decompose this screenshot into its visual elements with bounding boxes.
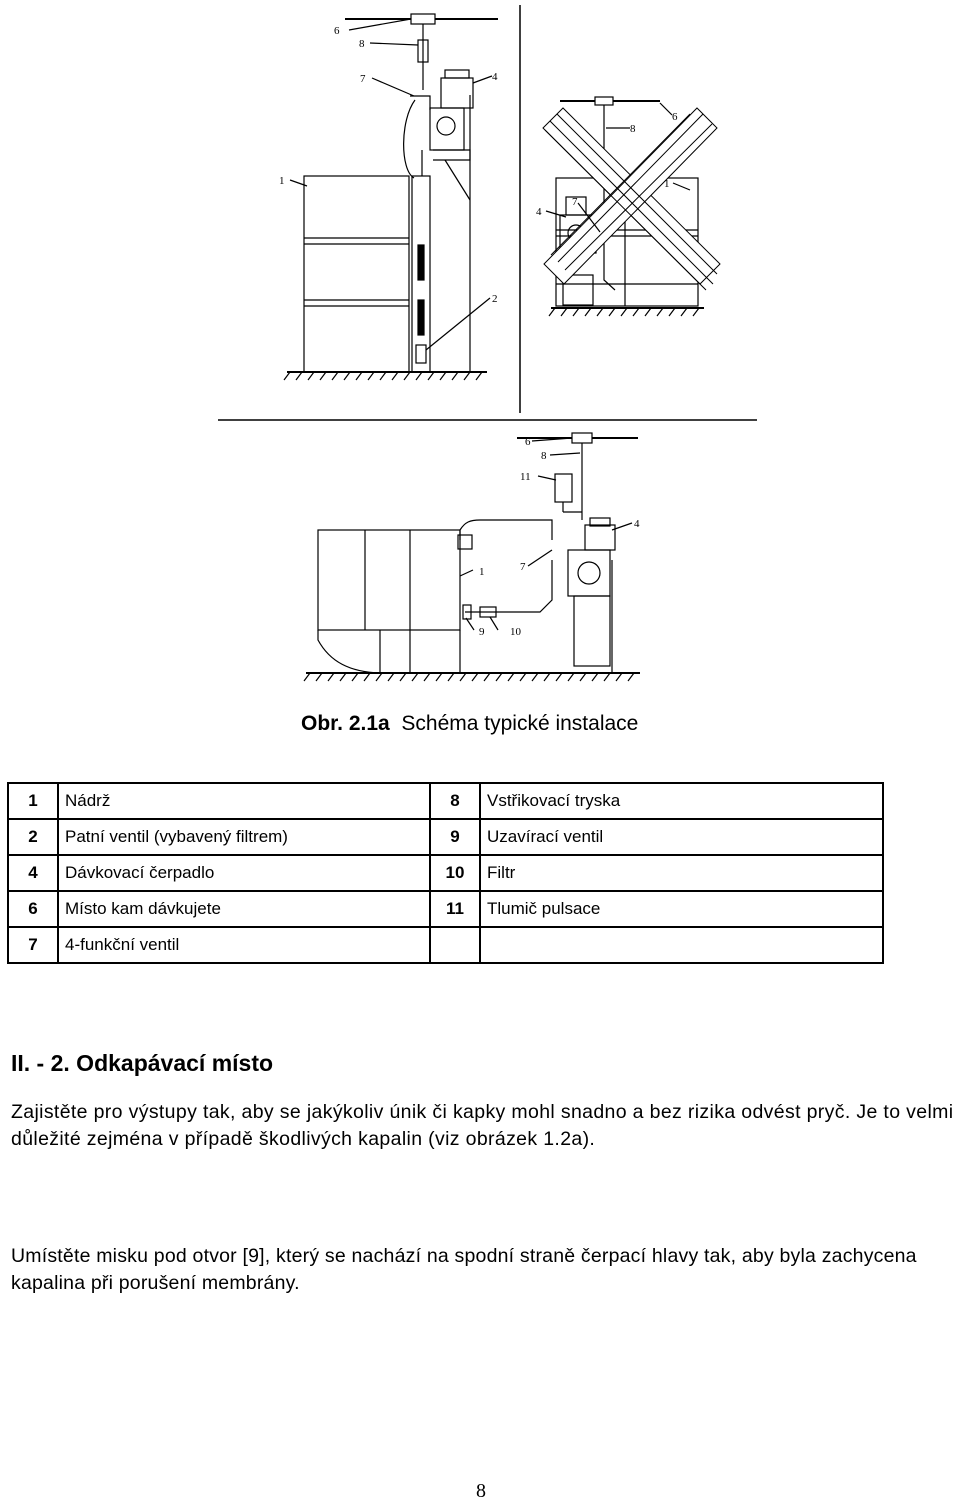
label-b-6: 6: [525, 436, 531, 448]
legend-number: 9: [429, 818, 481, 856]
page-number: 8: [476, 1480, 486, 1502]
legend-description: Tlumič pulsace: [479, 890, 884, 928]
label-tr-8: 8: [630, 123, 636, 135]
label-b-9: 9: [479, 626, 485, 638]
legend-row: 1 Nádrž 8 Vstřikovací tryska: [7, 782, 884, 820]
legend-number: 4: [7, 854, 59, 892]
legend-table: 1 Nádrž 8 Vstřikovací tryska 2 Patní ven…: [7, 782, 884, 964]
figure-caption-text: Schéma typické instalace: [401, 712, 639, 735]
legend-row: 4 Dávkovací čerpadlo 10 Filtr: [7, 854, 884, 892]
label-b-8: 8: [541, 450, 547, 462]
legend-description: Vstřikovací tryska: [479, 782, 884, 820]
legend-description: 4-funkční ventil: [57, 926, 431, 964]
legend-number: 1: [7, 782, 59, 820]
legend-description: Uzavírací ventil: [479, 818, 884, 856]
label-tr-1: 1: [664, 178, 670, 190]
legend-description: Dávkovací čerpadlo: [57, 854, 431, 892]
legend-number: 2: [7, 818, 59, 856]
label-b-11: 11: [520, 471, 531, 483]
label-tl-7: 7: [360, 73, 366, 85]
legend-description: [479, 926, 884, 964]
legend-description: Nádrž: [57, 782, 431, 820]
label-b-10: 10: [510, 626, 522, 638]
label-tl-2: 2: [492, 293, 498, 305]
legend-description: Patní ventil (vybavený filtrem): [57, 818, 431, 856]
legend-number: 7: [7, 926, 59, 964]
paragraph-drip-point: Zajistěte pro výstupy tak, aby se jakýko…: [11, 1101, 954, 1150]
legend-row: 7 4-funkční ventil: [7, 926, 884, 964]
label-b-1: 1: [479, 566, 485, 578]
legend-number: [429, 926, 481, 964]
panel-top-left: [283, 13, 498, 381]
figure-caption: Obr. 2.1a Schéma typické instalace: [301, 712, 638, 736]
legend-row: 6 Místo kam dávkujete 11 Tlumič pulsace: [7, 890, 884, 928]
label-tl-6: 6: [334, 25, 340, 37]
label-tl-1: 1: [279, 175, 285, 187]
label-tl-8: 8: [359, 38, 365, 50]
section-heading: II. - 2. Odkapávací místo: [11, 1050, 274, 1076]
legend-number: 10: [429, 854, 481, 892]
panel-bottom: [303, 432, 640, 682]
label-tr-7: 7: [572, 196, 578, 208]
label-b-7: 7: [520, 561, 526, 573]
label-b-4: 4: [634, 518, 640, 530]
label-tr-4: 4: [536, 206, 542, 218]
label-tr-6: 6: [672, 111, 678, 123]
legend-description: Filtr: [479, 854, 884, 892]
legend-number: 11: [429, 890, 481, 928]
legend-description: Místo kam dávkujete: [57, 890, 431, 928]
panel-top-right: [542, 96, 721, 317]
label-tl-4: 4: [492, 71, 498, 83]
installation-diagram: 6 8 7 4 1 2 6 8 1 7 4 6 8 11 4 1 7 9 10: [218, 5, 757, 682]
figure-caption-prefix: Obr. 2.1a: [301, 712, 390, 735]
legend-number: 8: [429, 782, 481, 820]
legend-number: 6: [7, 890, 59, 928]
paragraph-drip-tray: Umístěte misku pod otvor [9], který se n…: [11, 1245, 917, 1294]
legend-row: 2 Patní ventil (vybavený filtrem) 9 Uzav…: [7, 818, 884, 856]
